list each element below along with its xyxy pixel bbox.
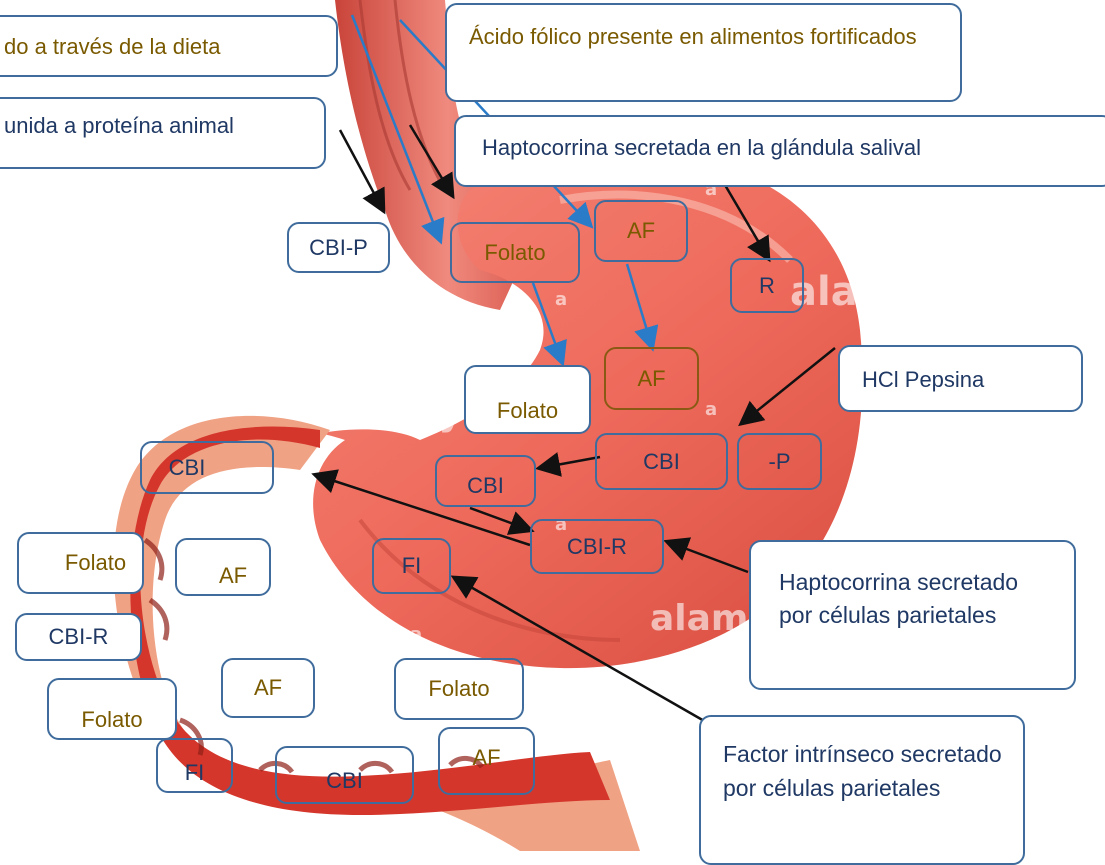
callout-proteina-text: unida a proteína animal: [4, 113, 324, 139]
callout-dieta: do a través de la dieta: [0, 15, 338, 77]
label-cbi-1-text: CBI: [643, 449, 680, 475]
svg-text:a: a: [555, 289, 567, 310]
label-folato-4: Folato: [47, 678, 177, 740]
label-fi-1-text: FI: [402, 553, 422, 579]
svg-text:a: a: [560, 729, 572, 750]
label-af-2-text: AF: [637, 366, 665, 392]
label-af-3: AF: [175, 538, 271, 596]
label-folato-2: Folato: [464, 365, 591, 434]
callout-factor-intrinseco-text: Factor intrínseco secretado por células …: [723, 737, 1003, 805]
label-fi-1: FI: [372, 538, 451, 594]
label-cbi-3-text: CBI: [169, 455, 206, 481]
label-cbi-r-1: CBI-R: [530, 519, 664, 574]
label-p-text: -P: [769, 449, 791, 475]
label-af-3-text: AF: [219, 563, 247, 589]
label-cbi-3: CBI: [140, 441, 274, 494]
label-p: -P: [737, 433, 822, 490]
label-cbi-4-text: CBI: [326, 768, 363, 794]
label-folato-5-text: Folato: [428, 676, 489, 702]
callout-haptocorrina-salival-text: Haptocorrina secretada en la glándula sa…: [482, 135, 1105, 161]
label-af-5: AF: [438, 727, 535, 795]
label-cbi-p: CBI-P: [287, 222, 390, 273]
callout-proteina: unida a proteína animal: [0, 97, 326, 169]
label-af-2: AF: [604, 347, 699, 410]
label-cbi-2: CBI: [435, 455, 536, 507]
callout-acido-folico-text: Ácido fólico presente en alimentos forti…: [469, 24, 939, 50]
label-r: R: [730, 258, 804, 313]
label-folato-2-text: Folato: [497, 398, 558, 424]
label-folato-3: Folato: [17, 532, 144, 594]
label-cbi-1: CBI: [595, 433, 728, 490]
label-fi-2: FI: [156, 738, 233, 793]
label-af-5-text: AF: [472, 745, 500, 771]
callout-haptocorrina-parietal: Haptocorrina secretado por células parie…: [749, 540, 1076, 690]
svg-text:a: a: [410, 624, 422, 645]
label-cbi-r-1-text: CBI-R: [567, 534, 627, 560]
label-folato-4-text: Folato: [81, 707, 142, 733]
callout-acido-folico: Ácido fólico presente en alimentos forti…: [445, 3, 962, 102]
callout-hcl-pepsina: HCl Pepsina: [838, 345, 1083, 412]
callout-haptocorrina-salival: Haptocorrina secretada en la glándula sa…: [454, 115, 1105, 187]
label-folato-3-text: Folato: [65, 550, 126, 576]
svg-text:a: a: [265, 729, 277, 750]
label-cbi-2-text: CBI: [467, 473, 504, 499]
label-folato-5: Folato: [394, 658, 524, 720]
label-folato-1: Folato: [450, 222, 580, 283]
callout-hcl-pepsina-text: HCl Pepsina: [862, 367, 1081, 393]
label-cbi-r-2-text: CBI-R: [49, 624, 109, 650]
label-cbi-r-2: CBI-R: [15, 613, 142, 661]
callout-dieta-text: do a través de la dieta: [4, 34, 336, 60]
label-cbi-p-text: CBI-P: [309, 235, 368, 261]
label-af-1-text: AF: [627, 218, 655, 244]
label-r-text: R: [759, 273, 775, 299]
label-fi-2-text: FI: [185, 760, 205, 786]
watermark-text: alamy: [340, 393, 462, 434]
label-af-4: AF: [221, 658, 315, 718]
callout-factor-intrinseco: Factor intrínseco secretado por células …: [699, 715, 1025, 865]
label-folato-1-text: Folato: [484, 240, 545, 266]
label-cbi-4: CBI: [275, 746, 414, 804]
watermark-text: alamy: [790, 269, 925, 315]
label-af-1: AF: [594, 200, 688, 262]
label-af-4-text: AF: [254, 675, 282, 701]
callout-haptocorrina-parietal-text: Haptocorrina secretado por células parie…: [779, 566, 1054, 632]
svg-text:a: a: [705, 399, 717, 420]
